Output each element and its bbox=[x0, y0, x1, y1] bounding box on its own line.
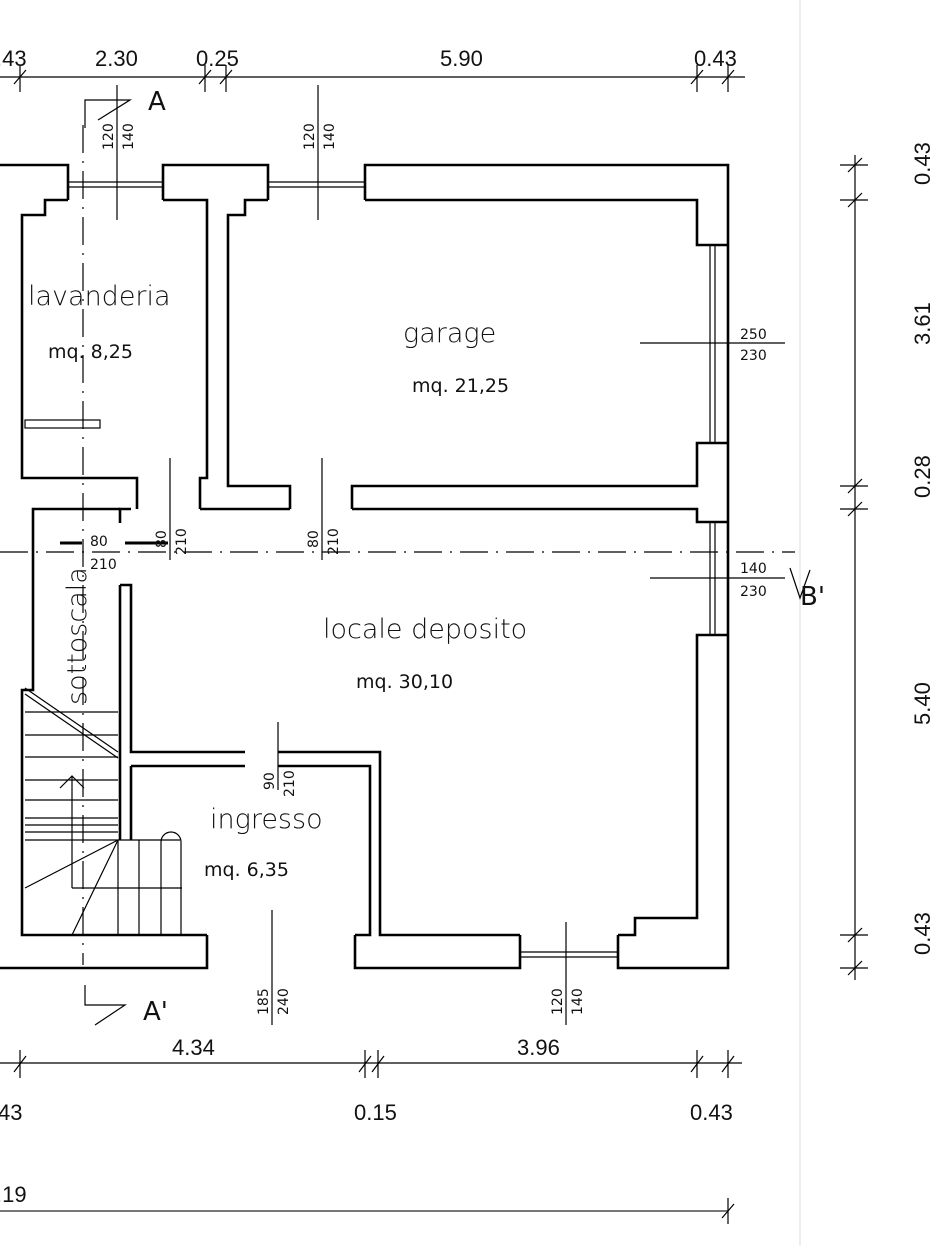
walls bbox=[0, 163, 730, 970]
dim-top-4: 0.43 bbox=[694, 46, 737, 71]
section-a-prime: A' bbox=[143, 997, 168, 1027]
lav-window-h: 140 bbox=[121, 123, 137, 150]
lav-door-h: 210 bbox=[174, 528, 190, 555]
opening-markers bbox=[60, 85, 785, 1025]
opening-labels: 120 140 120 140 250 230 80 210 80 210 80… bbox=[90, 123, 767, 1015]
deposito-window-w: 120 bbox=[550, 988, 566, 1015]
dim-top-1: 2.30 bbox=[95, 46, 138, 71]
section-markers: A A' B' bbox=[84, 87, 825, 1027]
lav-window-w: 120 bbox=[101, 123, 117, 150]
dimension-lines bbox=[0, 65, 868, 1224]
room-deposito-area: mq. 30,10 bbox=[356, 671, 453, 693]
room-garage-area: mq. 21,25 bbox=[412, 375, 509, 397]
garage-window-h: 140 bbox=[322, 123, 338, 150]
garage-door-h: 210 bbox=[326, 528, 342, 555]
sottoscala-door-h: 210 bbox=[90, 557, 117, 573]
stairs bbox=[24, 687, 182, 936]
dim-right-4: 0.43 bbox=[910, 912, 935, 955]
room-ingresso-area: mq. 6,35 bbox=[204, 859, 289, 881]
deposito-window-h: 140 bbox=[570, 988, 586, 1015]
dim-top-3: 5.90 bbox=[440, 46, 483, 71]
entrance-door-w: 185 bbox=[256, 988, 272, 1015]
section-b-prime: B' bbox=[800, 582, 825, 612]
dim-bottom-lower-2: 0.43 bbox=[690, 1100, 733, 1125]
dim-right-1: 3.61 bbox=[910, 302, 935, 345]
dim-bottom-0: 4.34 bbox=[172, 1035, 215, 1060]
ingresso-door-w: 90 bbox=[262, 772, 278, 790]
deposito-right-h: 230 bbox=[740, 584, 767, 600]
room-deposito-name: locale deposito bbox=[323, 614, 527, 645]
dim-top-0: .43 bbox=[0, 46, 27, 71]
dim-right-0: 0.43 bbox=[910, 142, 935, 185]
section-a: A bbox=[148, 87, 166, 117]
dim-right-3: 5.40 bbox=[910, 682, 935, 725]
room-lavanderia-name: lavanderia bbox=[28, 281, 171, 312]
garage-window-w: 120 bbox=[302, 123, 318, 150]
entrance-door-h: 240 bbox=[276, 988, 292, 1015]
dim-right-2: 0.28 bbox=[910, 455, 935, 498]
lav-door-w: 80 bbox=[154, 530, 170, 548]
dim-bottom-lower-1: 0.15 bbox=[354, 1100, 397, 1125]
sottoscala-door-w: 80 bbox=[90, 534, 108, 550]
axis-lines bbox=[0, 125, 795, 965]
garage-door-w: 80 bbox=[306, 530, 322, 548]
dim-bottom-lower-0: 43 bbox=[0, 1100, 22, 1125]
room-labels: lavanderia mq. 8,25 garage mq. 21,25 loc… bbox=[28, 281, 527, 881]
garage-right-w: 250 bbox=[740, 327, 767, 343]
ingresso-door-h: 210 bbox=[282, 770, 298, 797]
garage-right-h: 230 bbox=[740, 348, 767, 364]
stair-direction-arrow-icon bbox=[59, 775, 85, 789]
dimension-labels: .43 2.30 0.25 5.90 0.43 0.43 3.61 0.28 5… bbox=[0, 46, 935, 1207]
dim-bottom-1: 3.96 bbox=[517, 1035, 560, 1060]
room-ingresso-name: ingresso bbox=[210, 804, 323, 835]
dim-top-2: 0.25 bbox=[196, 46, 239, 71]
room-sottoscala-name: sottoscala bbox=[62, 567, 93, 705]
dim-overall: .19 bbox=[0, 1182, 27, 1207]
deposito-right-w: 140 bbox=[740, 561, 767, 577]
room-garage-name: garage bbox=[403, 318, 496, 349]
room-lavanderia-area: mq. 8,25 bbox=[48, 341, 133, 363]
